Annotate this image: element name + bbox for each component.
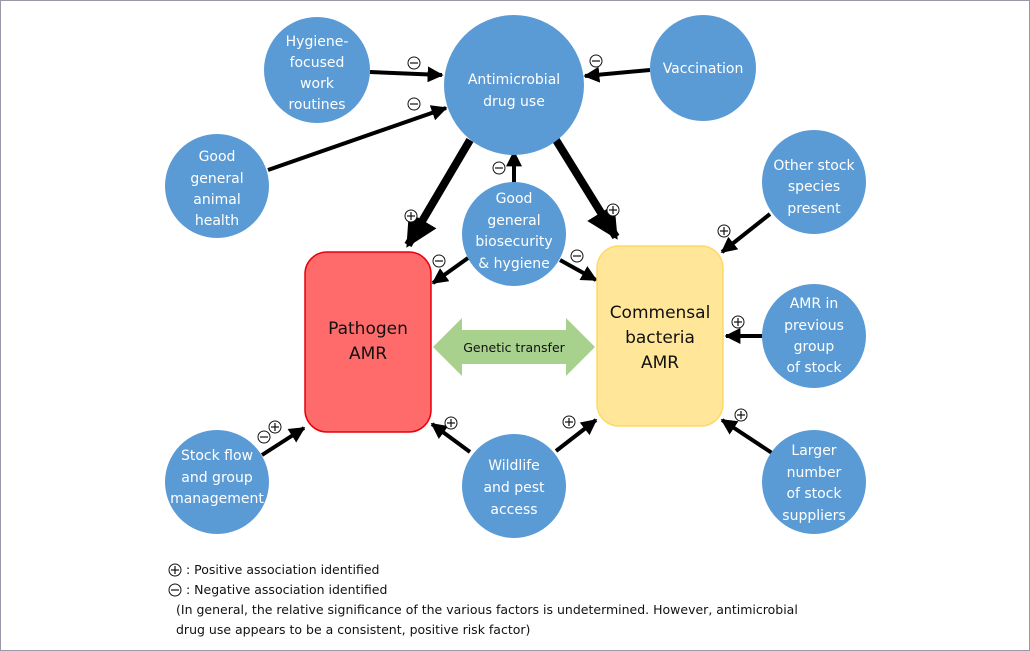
plus-circle-icon (404, 209, 418, 223)
node-text: Hygiene- (286, 34, 349, 50)
edges (260, 66, 774, 457)
edge-wildlife-to-pathogen (430, 422, 472, 454)
node-text: Antimicrobial (468, 72, 560, 88)
node-larger-number-suppliers: Larger number of stock suppliers (762, 430, 866, 534)
node-text: biosecurity (475, 234, 552, 250)
node-text: & hygiene (478, 256, 549, 272)
node-text: AMR in (790, 296, 839, 312)
node-text: present (787, 201, 841, 217)
plus-circle-icon (168, 563, 182, 577)
commensal-line-2: bacteria (625, 328, 695, 348)
legend-positive: : Positive association identified (168, 560, 866, 580)
sign-markers (257, 54, 748, 444)
edge-antimicrobial-to-pathogen (404, 137, 474, 248)
node-text: Larger (791, 443, 836, 459)
commensal-line-3: AMR (641, 353, 679, 373)
node-text: Vaccination (663, 61, 744, 77)
node-text: suppliers (782, 508, 845, 524)
minus-circle-icon (407, 56, 421, 70)
node-text: and pest (483, 480, 545, 496)
node-text: work (300, 76, 335, 92)
node-biosecurity-hygiene: Good general biosecurity & hygiene (462, 182, 566, 286)
node-text: management (170, 491, 264, 507)
node-vaccination: Vaccination (650, 15, 756, 121)
legend: : Positive association identified : Nega… (168, 560, 866, 640)
pathogen-line-2: AMR (349, 344, 387, 364)
node-good-animal-health: Good general animal health (165, 134, 269, 238)
edge-wildlife-to-commensal (554, 418, 598, 453)
genetic-transfer-shape (433, 318, 595, 376)
node-text: group (794, 339, 835, 355)
edge-hygiene-to-antimicrobial (369, 66, 444, 83)
legend-negative-text: : Negative association identified (186, 582, 388, 597)
pathogen-line-1: Pathogen (328, 319, 408, 339)
node-text: of stock (786, 486, 842, 502)
genetic-transfer-label: Genetic transfer (463, 340, 565, 355)
node-stock-flow-management: Stock flow and group management (165, 430, 269, 534)
plus-circle-icon (606, 203, 620, 217)
commensal-amr-box: Commensal bacteria AMR (596, 245, 724, 427)
minus-circle-icon (168, 583, 182, 597)
plus-circle-icon (444, 416, 458, 430)
node-text: previous (784, 318, 844, 334)
node-text: Good (199, 149, 236, 165)
edge-suppliers-to-commensal (720, 418, 774, 455)
node-wildlife-pest-access: Wildlife and pest access (462, 434, 566, 538)
node-text: routines (288, 97, 345, 113)
node-text: general (487, 213, 540, 229)
node-text: access (490, 502, 537, 518)
node-text: Wildlife (488, 458, 540, 474)
minus-circle-icon (407, 97, 421, 111)
legend-negative: : Negative association identified (168, 580, 866, 600)
legend-note-line-2: drug use appears to be a consistent, pos… (176, 622, 531, 637)
node-text: of stock (786, 360, 842, 376)
commensal-line-1: Commensal (610, 303, 711, 323)
node-text: animal (193, 192, 240, 208)
minus-circle-icon (257, 430, 271, 444)
node-other-stock-species: Other stock species present (762, 130, 866, 234)
node-text: Good (496, 191, 533, 207)
node-text: number (787, 465, 842, 481)
genetic-transfer-arrow: Genetic transfer (433, 318, 595, 376)
legend-note-line-1: (In general, the relative significance o… (176, 602, 798, 617)
node-text: Stock flow (181, 448, 253, 464)
node-text: general (190, 171, 243, 187)
plus-circle-icon (717, 224, 731, 238)
edge-biosecurity-to-commensal (559, 258, 598, 282)
minus-circle-icon (570, 249, 584, 263)
node-text: species (788, 179, 840, 195)
minus-circle-icon (432, 254, 446, 268)
node-text: drug use (483, 94, 545, 110)
pathogen-amr-box: Pathogen AMR (304, 251, 432, 433)
edge-other-species-to-commensal (720, 212, 772, 254)
node-amr-previous-group: AMR in previous group of stock (762, 284, 866, 388)
edge-stock-flow-to-pathogen (260, 426, 306, 457)
node-text: Other stock (773, 158, 855, 174)
edge-biosecurity-to-pathogen (431, 256, 470, 285)
legend-positive-text: : Positive association identified (186, 562, 380, 577)
edge-vaccination-to-antimicrobial (583, 66, 651, 83)
plus-circle-icon (562, 415, 576, 429)
minus-circle-icon (492, 161, 506, 175)
node-text: health (195, 213, 239, 229)
plus-circle-icon (734, 408, 748, 422)
plus-circle-icon (731, 315, 745, 329)
edge-antimicrobial-to-commensal (552, 137, 620, 240)
node-text: focused (290, 55, 345, 71)
node-hygiene-routines: Hygiene- focused work routines (264, 17, 370, 123)
node-antimicrobial-drug-use: Antimicrobial drug use (444, 15, 584, 155)
minus-circle-icon (589, 54, 603, 68)
plus-circle-icon (268, 420, 282, 434)
edge-animal-health-to-antimicrobial (267, 105, 448, 172)
node-text: and group (181, 470, 253, 486)
